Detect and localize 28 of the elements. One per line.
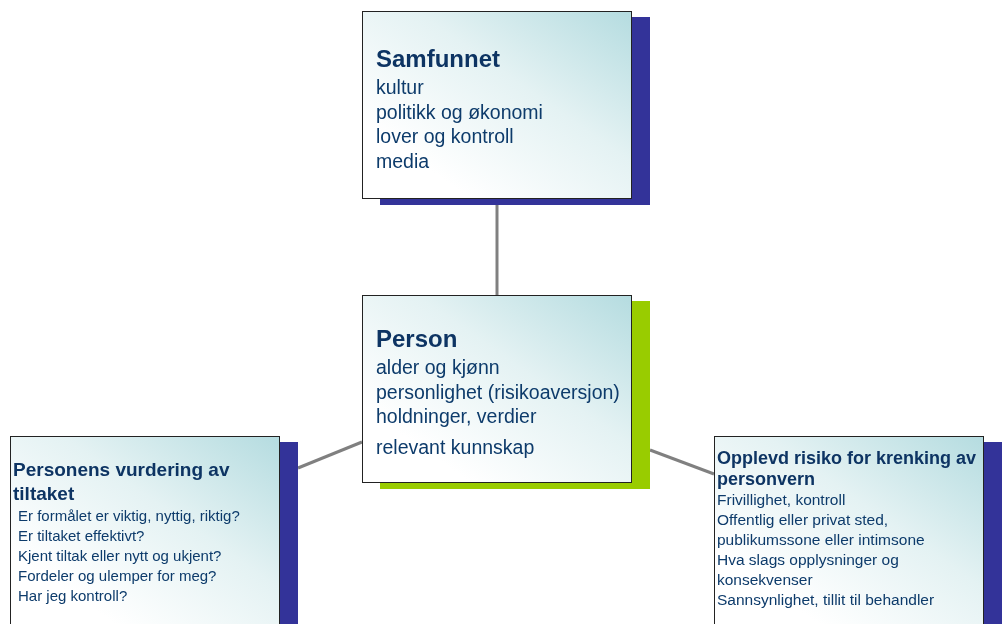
text-box [10, 436, 280, 624]
body-text: Offentlig eller privat sted, publikumssone eller intimsone [717, 510, 926, 550]
body-text: politikk og økonomi [376, 99, 544, 124]
heading: Samfunnet [376, 45, 501, 73]
body-text: holdninger, verdier [376, 404, 538, 429]
body-text: Frivillighet, kontroll [717, 490, 847, 510]
body-text: Sannsynlighet, tillit til behandler [717, 590, 936, 610]
connector-line [297, 440, 363, 470]
text-box [714, 436, 984, 624]
connector-line [649, 448, 715, 476]
body-text: Har jeg kontroll? [17, 586, 129, 606]
connector-line [495, 205, 499, 295]
heading: Person [376, 325, 459, 353]
heading: Personens vurdering av tiltaket [13, 458, 231, 506]
text-box [362, 295, 632, 483]
body-text: lover og kontroll [376, 124, 515, 149]
body-text: Hva slags opplysninger og konsekvenser [717, 550, 900, 590]
heading: Opplevd risiko for krenking av personvern [717, 448, 978, 490]
body-text: relevant kunnskap [376, 434, 536, 459]
body-text: Er tiltaket effektivt? [17, 526, 146, 546]
body-text: Fordeler og ulemper for meg? [17, 566, 218, 586]
text-box [362, 11, 632, 199]
body-text: media [376, 148, 431, 173]
body-text: kultur [376, 75, 425, 100]
body-text: personlighet (risikoaversjon) [376, 379, 621, 404]
body-text: Kjent tiltak eller nytt og ukjent? [17, 546, 223, 566]
body-text: alder og kjønn [376, 355, 501, 380]
body-text: Er formålet er viktig, nyttig, riktig? [17, 506, 241, 526]
